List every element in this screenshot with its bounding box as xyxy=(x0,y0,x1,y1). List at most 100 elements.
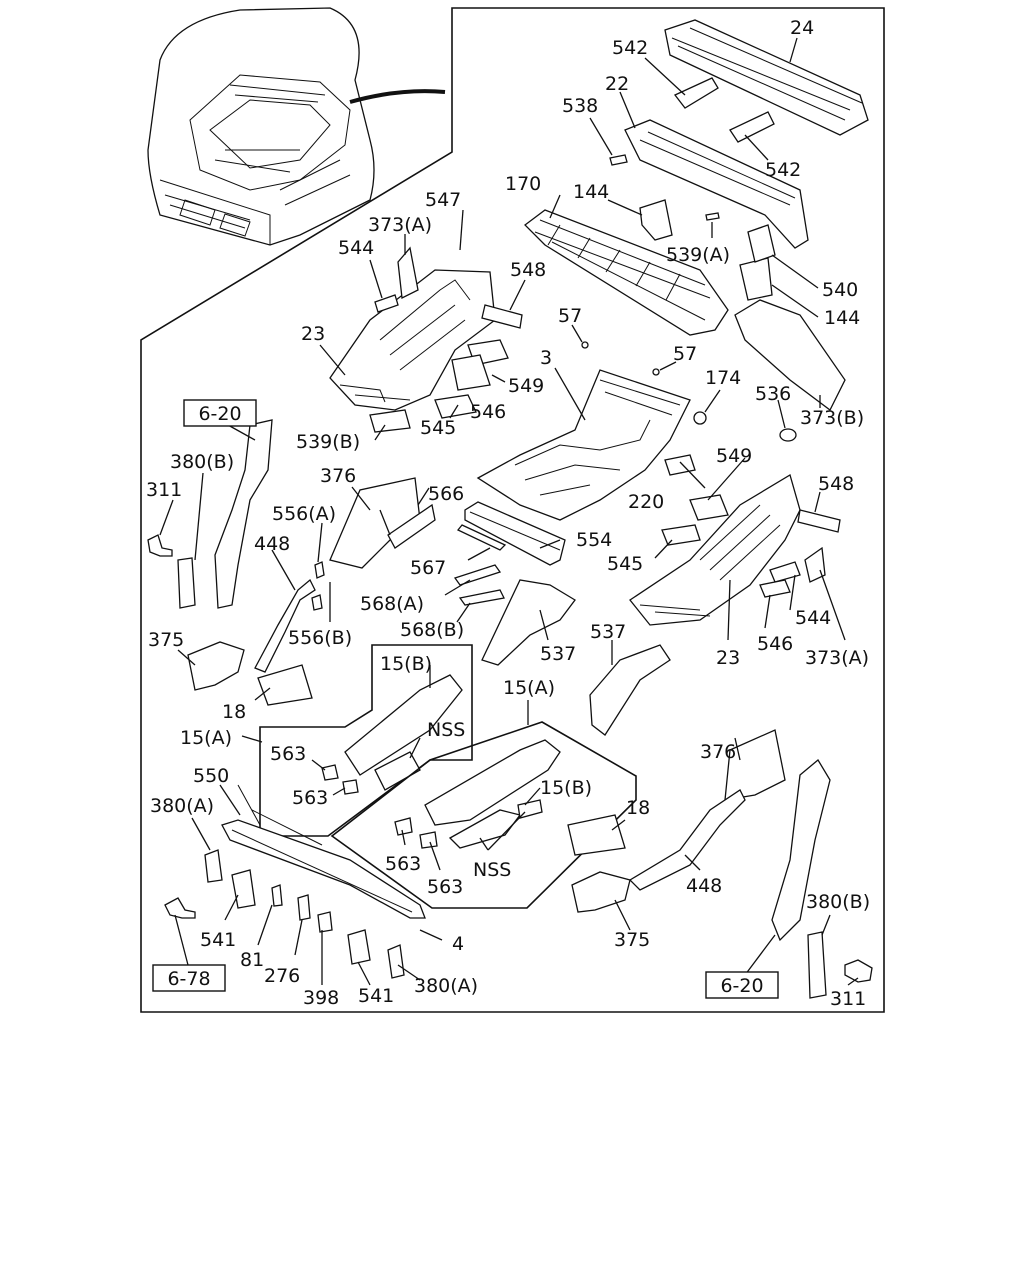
clip-556b xyxy=(311,594,323,611)
bracket-373a-right xyxy=(804,546,826,583)
main-floor-panel-3 xyxy=(476,369,691,521)
part-label: 276 xyxy=(264,965,300,987)
part-label: 311 xyxy=(830,988,866,1010)
part-label: 537 xyxy=(590,621,626,643)
part-label: 81 xyxy=(240,949,264,971)
part-label: 567 xyxy=(410,557,446,579)
ref-label: 6-20 xyxy=(198,403,241,425)
crossmember-550 xyxy=(221,819,426,919)
part-label: 550 xyxy=(193,765,229,787)
part-label: 563 xyxy=(385,853,421,875)
panel-537-right xyxy=(589,644,671,736)
part-label: 549 xyxy=(508,375,544,397)
bracket-18-right xyxy=(567,814,626,856)
part-label: 380(A) xyxy=(414,975,478,997)
part-label: 144 xyxy=(573,181,609,203)
part-label: 144 xyxy=(824,307,860,329)
part-label: 542 xyxy=(765,159,801,181)
part-label: 373(A) xyxy=(368,214,432,236)
bracket-567 xyxy=(456,524,507,551)
pillar-6-20-left xyxy=(214,419,273,609)
part-label: 539(A) xyxy=(666,244,730,266)
clip-538 xyxy=(609,154,628,166)
clip-276 xyxy=(297,894,311,921)
bracket-380a-left xyxy=(204,849,223,883)
part-label: 380(B) xyxy=(806,891,870,913)
bracket-563d xyxy=(419,831,438,849)
crossmember-554 xyxy=(464,501,566,566)
part-label: 376 xyxy=(700,741,736,763)
cab-overview-illustration xyxy=(147,7,446,246)
bracket-380b-left xyxy=(177,557,196,609)
plug-536 xyxy=(779,428,797,442)
part-label: NSS xyxy=(473,859,511,881)
bracket-144a xyxy=(639,199,673,241)
part-label: 4 xyxy=(452,933,464,955)
part-label: 540 xyxy=(822,279,858,301)
part-label: 568(A) xyxy=(360,593,424,615)
part-label: 15(B) xyxy=(540,777,592,799)
ref-label: 6-20 xyxy=(720,975,763,997)
part-label: 3 xyxy=(540,347,552,369)
bracket-375-right xyxy=(571,871,631,913)
part-label: 380(A) xyxy=(150,795,214,817)
part-label: 380(B) xyxy=(170,451,234,473)
part-label: 376 xyxy=(320,465,356,487)
part-label: NSS xyxy=(427,719,465,741)
plate-549-right xyxy=(689,494,729,521)
part-label: 556(B) xyxy=(288,627,352,649)
bracket-380a-bottom xyxy=(387,944,405,979)
part-label: 398 xyxy=(303,987,339,1009)
bracket-380b-right xyxy=(807,931,827,999)
part-label: 15(A) xyxy=(503,677,555,699)
nss-left xyxy=(374,751,421,791)
clip-556a xyxy=(314,561,325,579)
part-label: 544 xyxy=(795,607,831,629)
plate-546-left xyxy=(451,354,491,391)
part-label: 24 xyxy=(790,17,814,39)
ref-box-6-20-left[interactable]: 6-20 xyxy=(183,399,257,427)
part-label: 548 xyxy=(510,259,546,281)
rail-548-right xyxy=(797,509,841,533)
bracket-144b xyxy=(739,257,773,301)
part-label: 563 xyxy=(292,787,328,809)
part-label: 545 xyxy=(607,553,643,575)
part-label: 448 xyxy=(254,533,290,555)
part-label: 375 xyxy=(148,629,184,651)
ref-box-6-20-right[interactable]: 6-20 xyxy=(705,971,779,999)
part-label: 22 xyxy=(605,73,629,95)
part-label: 537 xyxy=(540,643,576,665)
part-label: 548 xyxy=(818,473,854,495)
sidemember-15b-left xyxy=(344,674,463,776)
floor-mat-170 xyxy=(524,209,729,336)
ref-label: 6-78 xyxy=(167,968,210,990)
part-label: 556(A) xyxy=(272,503,336,525)
panel-537-left xyxy=(481,579,576,666)
bolt-6-78 xyxy=(164,897,196,919)
bracket-542 xyxy=(673,77,775,143)
bracket-568b xyxy=(458,589,505,606)
part-label: 554 xyxy=(576,529,612,551)
part-label: 541 xyxy=(200,929,236,951)
part-label: 545 xyxy=(420,417,456,439)
ref-box-6-78[interactable]: 6-78 xyxy=(152,964,226,992)
panel-373b xyxy=(734,299,846,411)
part-label: 15(B) xyxy=(380,653,432,675)
grommet-57a xyxy=(581,341,589,349)
leader-lines xyxy=(159,37,859,986)
crossmember-22 xyxy=(624,119,809,249)
plate-546-right xyxy=(759,579,791,598)
part-label: 373(A) xyxy=(805,647,869,669)
part-label: 546 xyxy=(757,633,793,655)
part-label: 542 xyxy=(612,37,648,59)
pillar-6-20-right xyxy=(771,759,831,942)
part-label: 547 xyxy=(425,189,461,211)
clip-539a xyxy=(705,212,720,221)
part-label: 544 xyxy=(338,237,374,259)
part-label: 373(B) xyxy=(800,407,864,429)
bracket-563a xyxy=(321,764,339,781)
part-label: 536 xyxy=(755,383,791,405)
part-label: 18 xyxy=(222,701,246,723)
plate-545-right xyxy=(661,524,701,546)
